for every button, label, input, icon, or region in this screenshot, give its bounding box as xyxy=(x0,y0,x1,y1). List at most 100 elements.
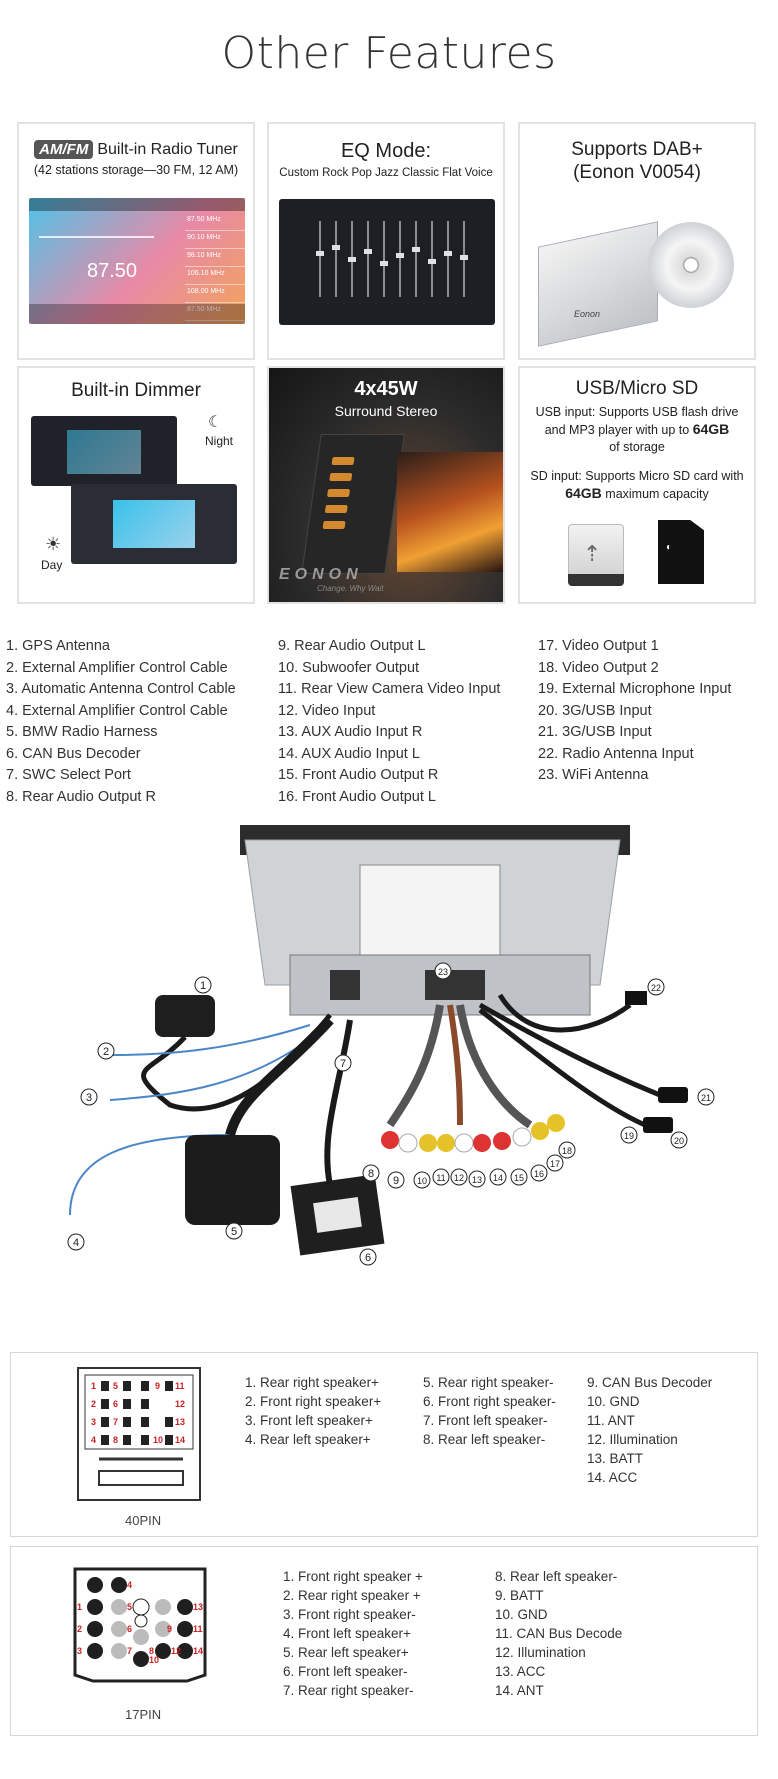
list-item: 6. Front left speaker- xyxy=(283,1664,408,1679)
list-item: 12. Illumination xyxy=(587,1432,678,1447)
station-item: 87.50 MHz xyxy=(185,303,245,321)
stereo-concert-image xyxy=(397,452,503,572)
list-item: 14. AUX Audio Input L xyxy=(278,745,420,762)
eq-slider xyxy=(428,221,436,297)
page-title: Other Features xyxy=(221,28,557,79)
usb-sd-card: USB/Micro SD USB input: Supports USB fla… xyxy=(518,366,756,604)
pin-label: 2 xyxy=(91,1399,96,1409)
list-item: 6. CAN Bus Decoder xyxy=(6,745,141,762)
svg-text:20: 20 xyxy=(674,1136,684,1146)
dimmer-day-image xyxy=(71,484,237,564)
sd-description: SD input: Supports Micro SD card with 64… xyxy=(530,469,744,501)
list-item: 22. Radio Antenna Input xyxy=(538,745,694,762)
eq-slider xyxy=(316,221,324,297)
list-item: 21. 3G/USB Input xyxy=(538,724,652,740)
eq-slider xyxy=(364,221,372,297)
pin-label: 4 xyxy=(127,1580,132,1590)
svg-text:6: 6 xyxy=(365,1252,371,1264)
pin-label: 7 xyxy=(113,1417,118,1427)
list-item: 13. ACC xyxy=(495,1664,546,1679)
usb-icon: ⇡ xyxy=(583,541,602,566)
list-item: 9. CAN Bus Decoder xyxy=(587,1375,713,1390)
pin40-column-2: 5. Rear right speaker- 6. Front right sp… xyxy=(423,1373,556,1449)
callout-8: 8 xyxy=(362,1164,380,1182)
station-item: 108.00 MHz xyxy=(185,285,245,303)
svg-text:9: 9 xyxy=(393,1175,399,1187)
pin-label: 2 xyxy=(77,1624,82,1634)
amfm-badge: AM/FM xyxy=(34,140,94,159)
svg-text:2: 2 xyxy=(103,1046,109,1058)
list-item: 4. Front left speaker+ xyxy=(283,1626,411,1641)
stereo-brand-watermark: EONON xyxy=(279,566,363,583)
pin-label: 11 xyxy=(175,1381,185,1391)
callout-2: 2 xyxy=(97,1042,115,1060)
list-item: 7. Front left speaker- xyxy=(423,1413,548,1428)
gps-antenna-puck xyxy=(155,995,215,1037)
antenna-control-wire xyxy=(109,1034,316,1101)
eq-slider xyxy=(332,221,340,297)
usb-description: USB input: Supports USB flash drive and … xyxy=(535,405,739,454)
list-item: 12. Illumination xyxy=(495,1645,586,1660)
list-item: 1. GPS Antenna xyxy=(6,638,110,654)
list-item: 10. GND xyxy=(495,1607,548,1622)
pin40-column-3: 9. CAN Bus Decoder 10. GND 11. ANT 12. I… xyxy=(587,1373,712,1487)
eq-subtitle: Custom Rock Pop Jazz Classic Flat Voice xyxy=(279,167,493,179)
callout-6: 6 xyxy=(359,1248,377,1266)
list-item: 4. External Amplifier Control Cable xyxy=(6,702,228,719)
svg-text:3: 3 xyxy=(86,1092,92,1104)
callout-18: 18 xyxy=(558,1141,576,1159)
radio-antenna-cable xyxy=(497,993,632,1033)
dab-brand-logo: Eonon xyxy=(574,309,601,319)
list-item: 12. Video Input xyxy=(278,702,376,719)
svg-text:5: 5 xyxy=(231,1226,237,1238)
list-item: 11. ANT xyxy=(587,1413,635,1428)
list-item: 19. External Microphone Input xyxy=(538,681,732,697)
radio-controls-bar xyxy=(29,304,245,324)
port-list-column-1: 1. GPS Antenna 2. External Amplifier Con… xyxy=(6,636,236,808)
list-item: 2. Front right speaker+ xyxy=(245,1394,382,1409)
dab-card: Supports DAB+(Eonon V0054) Eonon xyxy=(518,122,756,360)
list-item: 10. GND xyxy=(587,1394,640,1409)
sd-card-image: ◐ xyxy=(658,520,704,584)
dab-receiver-image xyxy=(538,221,658,347)
moon-icon: ☾ xyxy=(208,414,223,431)
svg-text:17: 17 xyxy=(550,1159,560,1169)
svg-text:23: 23 xyxy=(438,967,448,977)
rca-plugs xyxy=(381,1114,565,1153)
pin-label: 6 xyxy=(113,1399,118,1409)
list-item: 14. ACC xyxy=(587,1470,638,1485)
pin-label: 4 xyxy=(91,1435,96,1445)
pin-label: 5 xyxy=(113,1381,118,1391)
callout-20: 20 xyxy=(670,1131,688,1149)
pin40-connector: 1 5 9 11 2 6 12 3 7 13 4 8 10 14 xyxy=(77,1367,201,1501)
radio-status-bar xyxy=(29,198,245,211)
pin17-connector-drawing: 4 1 2 3 5 6 7 8 9 10 11 12 13 14 xyxy=(73,1567,207,1683)
usb-plug-20 xyxy=(643,1117,673,1133)
pin-label: 1 xyxy=(77,1602,82,1612)
pin-label: 14 xyxy=(175,1435,185,1445)
callout-5: 5 xyxy=(225,1222,243,1240)
list-item: 4. Rear left speaker+ xyxy=(245,1432,371,1447)
list-item: 3. Front left speaker+ xyxy=(245,1413,373,1428)
list-item: 3. Front right speaker- xyxy=(283,1607,416,1622)
callout-9: 9 xyxy=(387,1171,405,1189)
list-item: 23. WiFi Antenna xyxy=(538,767,649,783)
list-item: 3. Automatic Antenna Control Cable xyxy=(6,681,236,697)
stereo-subtitle: Surround Stereo xyxy=(334,403,438,419)
callout-4: 4 xyxy=(67,1233,85,1251)
radio-station-list: 87.50 MHz 90.10 MHz 98.10 MHz 106.10 MHz… xyxy=(185,213,245,321)
callout-21: 21 xyxy=(697,1088,715,1106)
list-item: 7. Rear right speaker- xyxy=(283,1683,414,1698)
pin-label: 12 xyxy=(171,1646,181,1656)
list-item: 1. Front right speaker + xyxy=(283,1569,423,1584)
svg-text:13: 13 xyxy=(472,1175,482,1185)
radio-screenshot: 87.50 87.50 MHz 90.10 MHz 98.10 MHz 106.… xyxy=(29,198,245,324)
pin-label: 1 xyxy=(91,1381,96,1391)
eq-slider xyxy=(444,221,452,297)
usb-cable-1 xyxy=(478,1002,661,1098)
callout-19: 19 xyxy=(620,1126,638,1144)
callout-7: 7 xyxy=(334,1054,352,1072)
pin-label: 14 xyxy=(193,1646,203,1656)
list-item: 8. Rear left speaker- xyxy=(423,1432,546,1447)
